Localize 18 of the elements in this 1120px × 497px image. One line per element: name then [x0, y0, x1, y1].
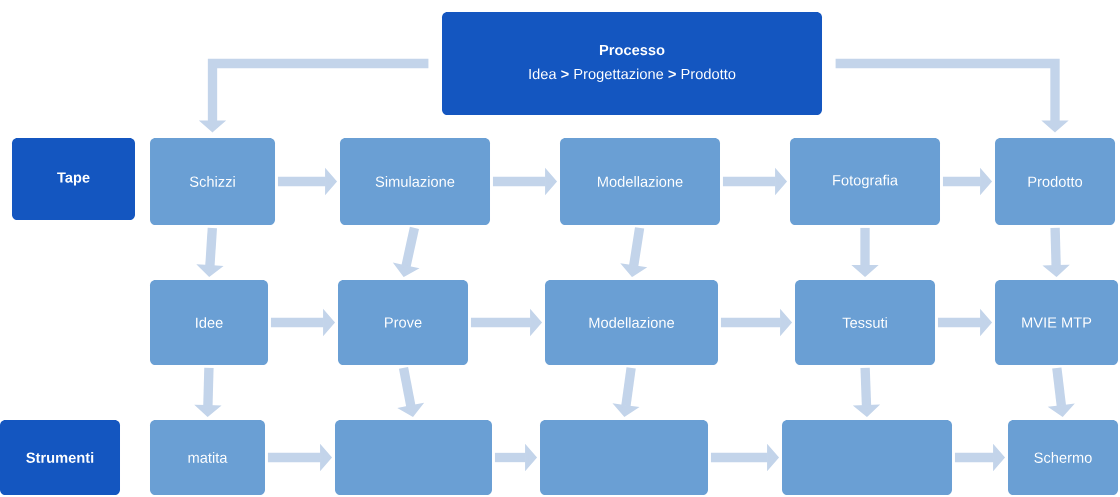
- process-box: [335, 420, 492, 495]
- process-box: Prodotto: [995, 138, 1115, 225]
- process-box: Fotografia: [790, 138, 940, 225]
- process-box: Simulazione: [340, 138, 490, 225]
- process-box: Modellazione: [560, 138, 720, 225]
- process-box: Tessuti: [795, 280, 935, 365]
- process-box: Schermo: [1008, 420, 1118, 495]
- process-box: Idee: [150, 280, 268, 365]
- header-box: Processo Idea > Progettazione > Prodotto: [442, 12, 822, 115]
- process-box: [782, 420, 952, 495]
- process-box: Prove: [338, 280, 468, 365]
- process-box: Modellazione: [545, 280, 718, 365]
- process-box: matita: [150, 420, 265, 495]
- header-box: Tape: [12, 138, 135, 220]
- header-box: Strumenti: [0, 420, 120, 495]
- process-box: MVIE MTP: [995, 280, 1118, 365]
- process-box: Schizzi: [150, 138, 275, 225]
- process-box: [540, 420, 708, 495]
